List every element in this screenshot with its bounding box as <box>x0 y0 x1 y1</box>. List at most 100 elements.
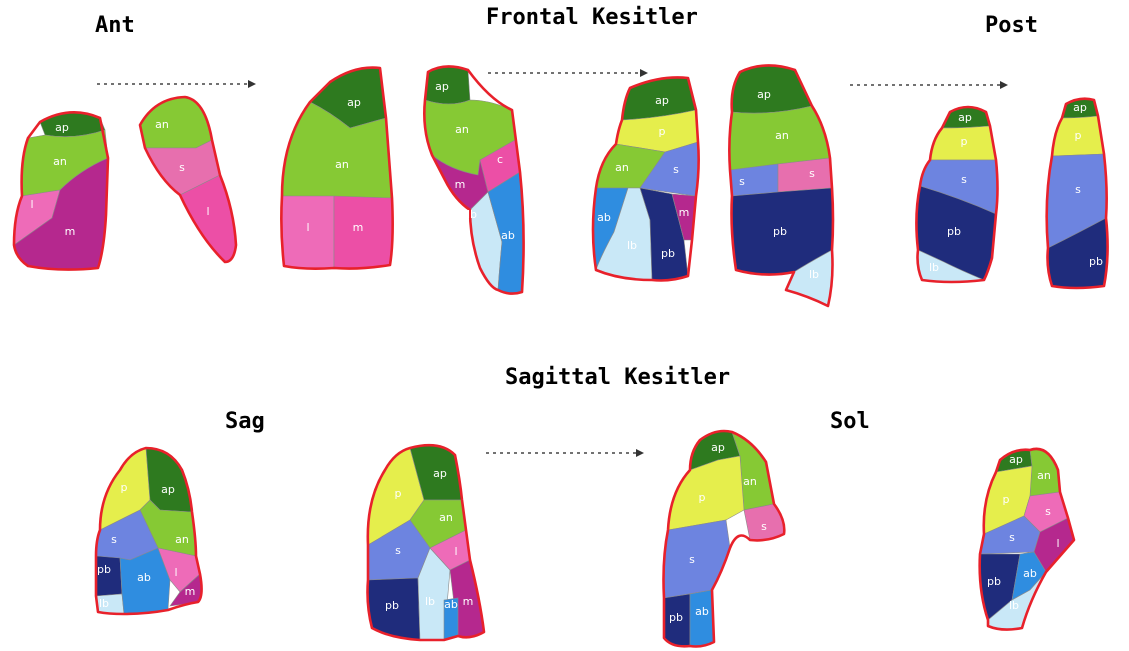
segment-p <box>668 456 744 530</box>
label-m: m <box>463 595 474 608</box>
arrow-frontal-3 <box>850 81 1008 89</box>
label-lb: lb <box>467 208 477 221</box>
label-pb: pb <box>773 225 787 238</box>
frontal-section-4: ap an c m lb ab <box>424 66 523 293</box>
header-ant: Ant <box>95 13 135 38</box>
label-p: p <box>699 491 706 504</box>
label-ap: ap <box>435 80 449 93</box>
header-frontal: Frontal Kesitler <box>486 5 698 30</box>
label-an: an <box>175 533 189 546</box>
segment-pb <box>96 556 122 596</box>
label-s: s <box>1009 531 1015 544</box>
label-l: l <box>306 221 309 234</box>
label-m: m <box>185 585 196 598</box>
label-s: s <box>395 544 401 557</box>
label-ap: ap <box>1009 453 1023 466</box>
label-s: s <box>961 173 967 186</box>
label-lb: lb <box>1009 599 1019 612</box>
header-sol: Sol <box>830 409 870 434</box>
segment-ap <box>732 65 812 113</box>
label-ab: ab <box>597 211 611 224</box>
frontal-section-5: ap p an s ab lb pb m <box>593 77 699 280</box>
segment-ab <box>690 590 714 647</box>
label-ab: ab <box>1023 567 1037 580</box>
frontal-section-2: an s l <box>140 97 236 262</box>
sagittal-section-3: ap an p s s pb ab <box>664 431 785 647</box>
label-an: an <box>743 475 757 488</box>
label-s: s <box>111 533 117 546</box>
label-s2: s <box>761 520 767 533</box>
sagittal-section-2: p ap an s pb lb l m ab <box>368 445 485 640</box>
label-m: m <box>679 206 690 219</box>
label-pb: pb <box>947 225 961 238</box>
frontal-section-1: ap an l m <box>14 112 108 269</box>
label-pb: pb <box>385 599 399 612</box>
label-ap: ap <box>347 96 361 109</box>
label-lb: lb <box>99 597 109 610</box>
label-m: m <box>455 178 466 191</box>
frontal-section-7: ap p s pb lb <box>916 107 997 282</box>
label-l: l <box>174 566 177 579</box>
label-an: an <box>439 511 453 524</box>
label-m: m <box>65 225 76 238</box>
label-an: an <box>615 161 629 174</box>
segment-s <box>730 164 778 196</box>
label-lb: lb <box>809 268 819 281</box>
frontal-section-3: ap an l m <box>281 68 392 269</box>
segment-s <box>664 520 731 598</box>
label-ap: ap <box>958 111 972 124</box>
header-post: Post <box>985 13 1038 38</box>
label-s: s <box>739 175 745 188</box>
arrow-frontal-2 <box>488 69 648 77</box>
label-ap: ap <box>1073 101 1087 114</box>
label-s2: s <box>809 167 815 180</box>
label-p: p <box>1003 493 1010 506</box>
label-ap: ap <box>655 94 669 107</box>
label-an: an <box>155 118 169 131</box>
label-l: l <box>454 545 457 558</box>
label-p: p <box>961 135 968 148</box>
label-s: s <box>689 553 695 566</box>
label-l: l <box>1056 537 1059 550</box>
label-an: an <box>775 129 789 142</box>
label-pb: pb <box>661 247 675 260</box>
label-lb: lb <box>929 261 939 274</box>
segment-s2 <box>778 158 832 192</box>
label-m: m <box>353 221 364 234</box>
label-p: p <box>659 125 666 138</box>
label-an: an <box>1037 469 1051 482</box>
label-l: l <box>206 205 209 218</box>
label-p: p <box>1075 129 1082 142</box>
label-ap: ap <box>711 441 725 454</box>
label-ab: ab <box>137 571 151 584</box>
label-ab: ab <box>695 605 709 618</box>
label-ab: ab <box>444 598 458 611</box>
label-p: p <box>395 487 402 500</box>
label-pb: pb <box>97 563 111 576</box>
label-s: s <box>673 163 679 176</box>
label-an: an <box>455 123 469 136</box>
label-an: an <box>53 155 67 168</box>
label-pb: pb <box>1089 255 1103 268</box>
label-ap: ap <box>433 467 447 480</box>
label-p: p <box>121 481 128 494</box>
header-sagittal: Sagittal Kesitler <box>505 365 730 390</box>
label-lb: lb <box>425 595 435 608</box>
label-pb: pb <box>669 611 683 624</box>
arrow-frontal-1 <box>97 80 256 88</box>
label-ap: ap <box>161 483 175 496</box>
frontal-section-8: ap p s pb <box>1047 99 1108 288</box>
label-s: s <box>179 161 185 174</box>
header-sag: Sag <box>225 409 265 434</box>
label-lb: lb <box>627 239 637 252</box>
arrow-sagittal <box>486 449 644 457</box>
label-ab: ab <box>501 229 515 242</box>
sagittal-section-1: p ap an s pb lb ab l m <box>96 448 202 614</box>
frontal-section-6: ap an s s pb lb <box>729 65 833 306</box>
label-ap: ap <box>55 121 69 134</box>
sagittal-section-4: ap an p s s l pb ab lb <box>980 449 1074 630</box>
label-l: l <box>30 198 33 211</box>
label-pb: pb <box>987 575 1001 588</box>
segment-an <box>140 97 212 148</box>
